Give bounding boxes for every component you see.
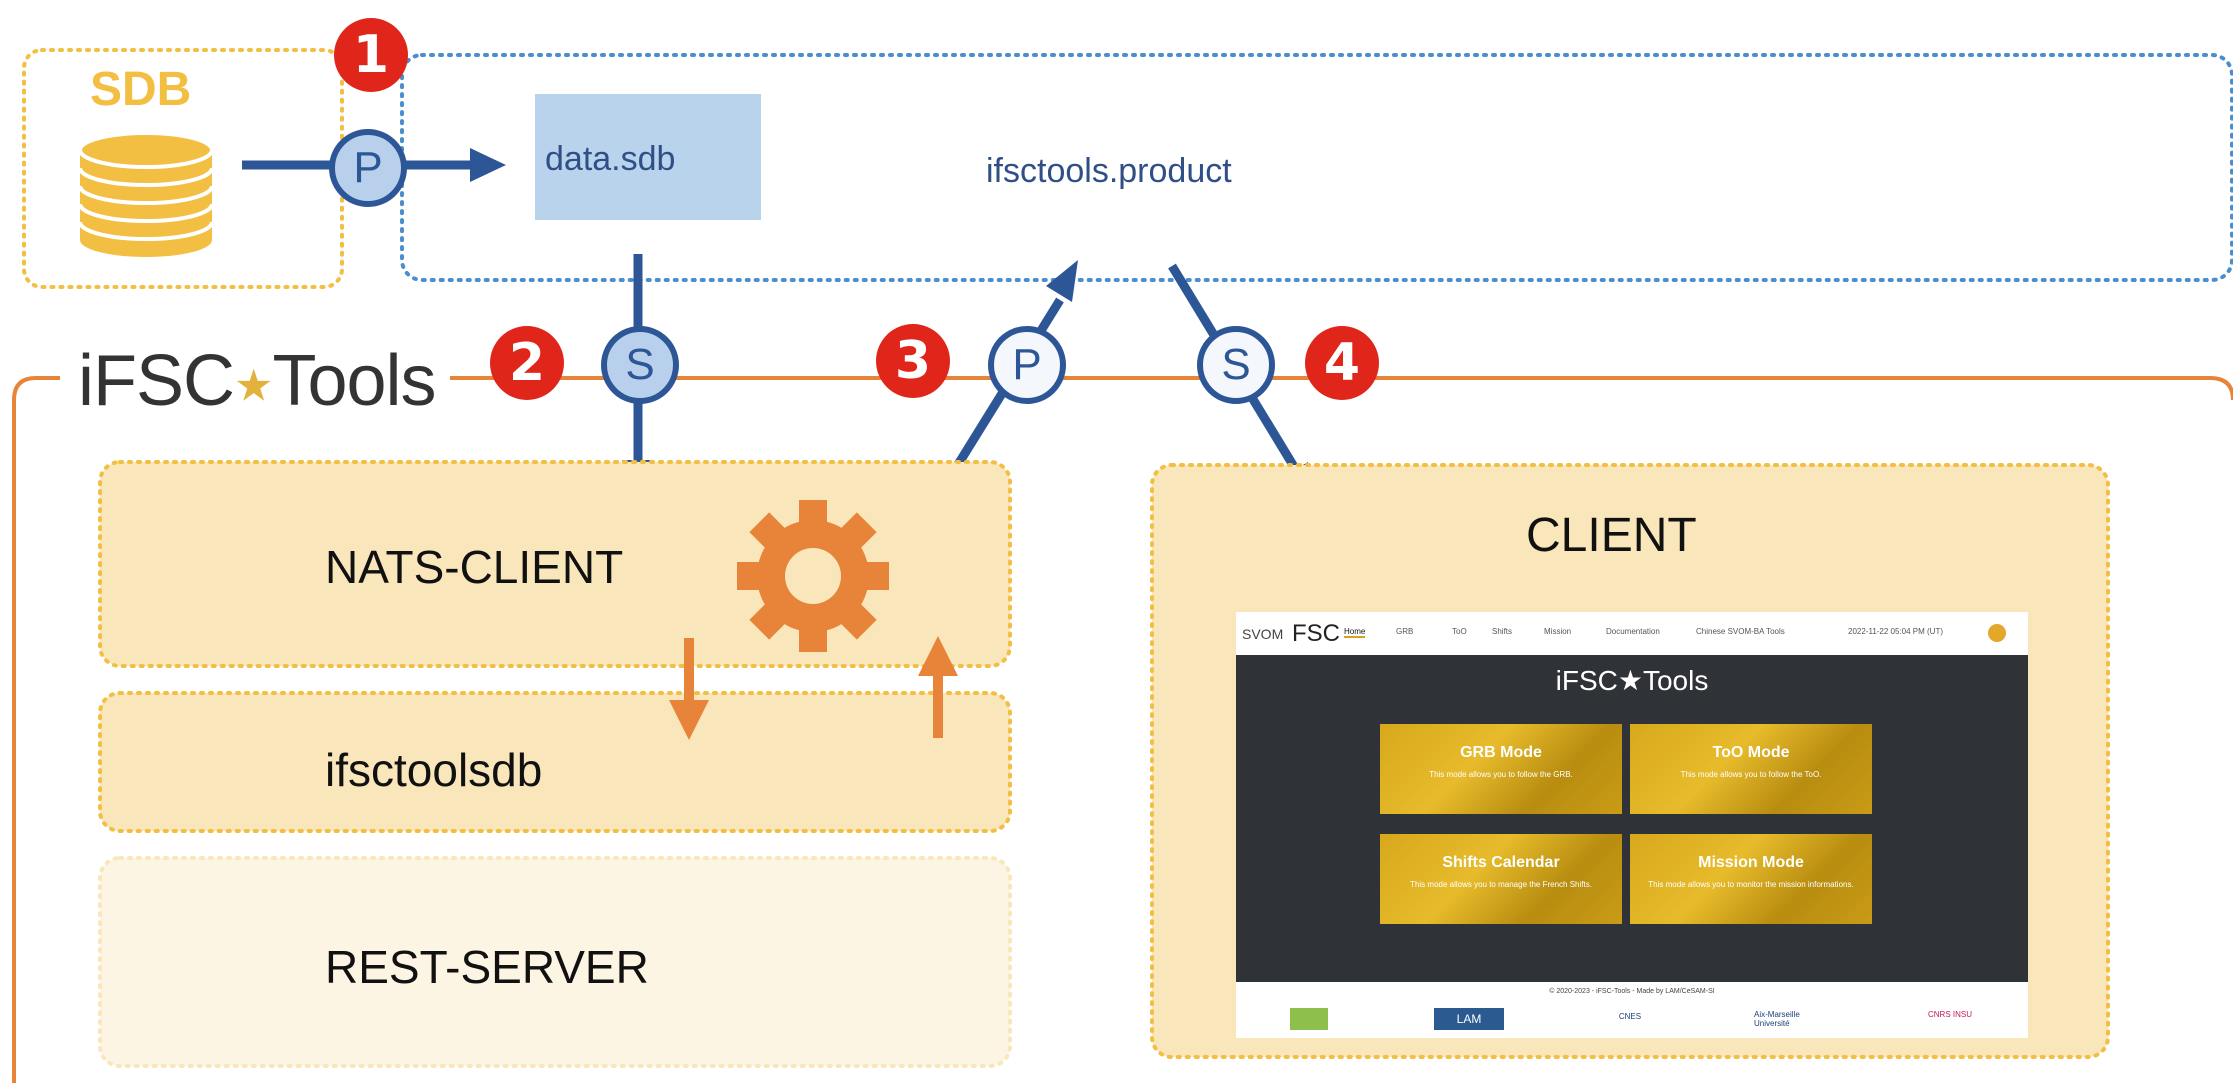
publish-arrow-1-head xyxy=(470,148,506,182)
card-grb-desc: This mode allows you to follow the GRB. xyxy=(1429,770,1573,779)
publish-marker-1: P xyxy=(329,129,407,207)
rest-server-label: REST-SERVER xyxy=(325,941,649,993)
sdb-title: SDB xyxy=(90,63,192,116)
internal-arrow-up-head xyxy=(918,636,958,676)
card-mission-title: Mission Mode xyxy=(1698,854,1804,871)
subscribe-marker-4: S xyxy=(1197,326,1275,404)
screenshot-brand-prefix: SVOM xyxy=(1242,626,1284,642)
database-icon xyxy=(78,131,214,257)
card-too-title: ToO Mode xyxy=(1712,744,1790,761)
subscribe-marker-2: S xyxy=(601,326,679,404)
screenshot-footer: © 2020-2023 - iFSC-Tools - Made by LAM/C… xyxy=(1236,982,2028,1038)
internal-arrow-down-head xyxy=(669,700,709,740)
data-sdb-label: data.sdb xyxy=(545,140,676,178)
publish-arrow-3-head xyxy=(1046,260,1078,302)
data-sdb-box xyxy=(535,94,761,220)
card-grb-title: GRB Mode xyxy=(1460,744,1542,761)
card-grb-mode: GRB Mode This mode allows you to follow … xyxy=(1380,724,1622,814)
screenshot-footer-text: © 2020-2023 - iFSC-Tools - Made by LAM/C… xyxy=(1549,988,1715,995)
partner-logo-lam: LAM xyxy=(1434,1008,1504,1030)
card-mission-desc: This mode allows you to monitor the miss… xyxy=(1648,880,1854,889)
star-icon: ★ xyxy=(234,361,273,411)
screenshot-nav-too: ToO xyxy=(1452,627,1467,636)
step-badge-3: 3 xyxy=(876,324,950,398)
client-screenshot: SVOM FSC Home GRB ToO Shifts Mission Doc… xyxy=(1236,612,2028,1038)
screenshot-user-icon xyxy=(1988,624,2006,642)
step-badge-1: 1 xyxy=(334,18,408,92)
product-label: ifsctools.product xyxy=(986,152,1232,190)
screenshot-brand: FSC xyxy=(1292,620,1340,647)
card-shifts-calendar: Shifts Calendar This mode allows you to … xyxy=(1380,834,1622,924)
partner-logo-cnes: CNES xyxy=(1618,1012,1642,1021)
partner-logo-1 xyxy=(1290,1008,1328,1030)
card-too-desc: This mode allows you to follow the ToO. xyxy=(1680,770,1822,779)
screenshot-nav-docs: Documentation xyxy=(1606,627,1660,636)
gear-icon xyxy=(737,500,889,652)
card-mission-mode: Mission Mode This mode allows you to mon… xyxy=(1630,834,1872,924)
card-too-mode: ToO Mode This mode allows you to follow … xyxy=(1630,724,1872,814)
step-badge-4: 4 xyxy=(1305,326,1379,400)
client-label: CLIENT xyxy=(1526,509,1697,562)
ifsctoolsdb-label: ifsctoolsdb xyxy=(325,744,543,796)
partner-logo-cnrs: CNRS INSU xyxy=(1928,1010,1973,1019)
tools-logo: iFSC★Tools xyxy=(74,340,450,422)
publish-marker-3: P xyxy=(988,326,1066,404)
screenshot-nav-chinese: Chinese SVOM-BA Tools xyxy=(1696,627,1785,636)
screenshot-nav-mission: Mission xyxy=(1544,627,1572,636)
step-badge-2: 2 xyxy=(490,326,564,400)
screenshot-nav-home: Home xyxy=(1344,627,1366,638)
screenshot-navbar: SVOM FSC Home GRB ToO Shifts Mission Doc… xyxy=(1236,612,2028,655)
screenshot-nav-shifts: Shifts xyxy=(1492,627,1513,636)
screenshot-clock: 2022-11-22 05:04 PM (UT) xyxy=(1848,627,1944,636)
nats-client-label: NATS-CLIENT xyxy=(325,541,624,593)
card-shifts-title: Shifts Calendar xyxy=(1442,854,1560,871)
tools-logo-right: Tools xyxy=(272,341,436,421)
tools-logo-left: iFSC xyxy=(78,341,235,421)
card-shifts-desc: This mode allows you to manage the Frenc… xyxy=(1410,880,1592,889)
ifsctoolsdb-box xyxy=(98,691,1012,833)
screenshot-nav-grb: GRB xyxy=(1396,627,1414,636)
rest-server-box xyxy=(98,856,1012,1068)
screenshot-title: iFSC★Tools xyxy=(1555,665,1709,696)
partner-logo-amu: Aix-Marseille Université xyxy=(1754,1010,1800,1028)
